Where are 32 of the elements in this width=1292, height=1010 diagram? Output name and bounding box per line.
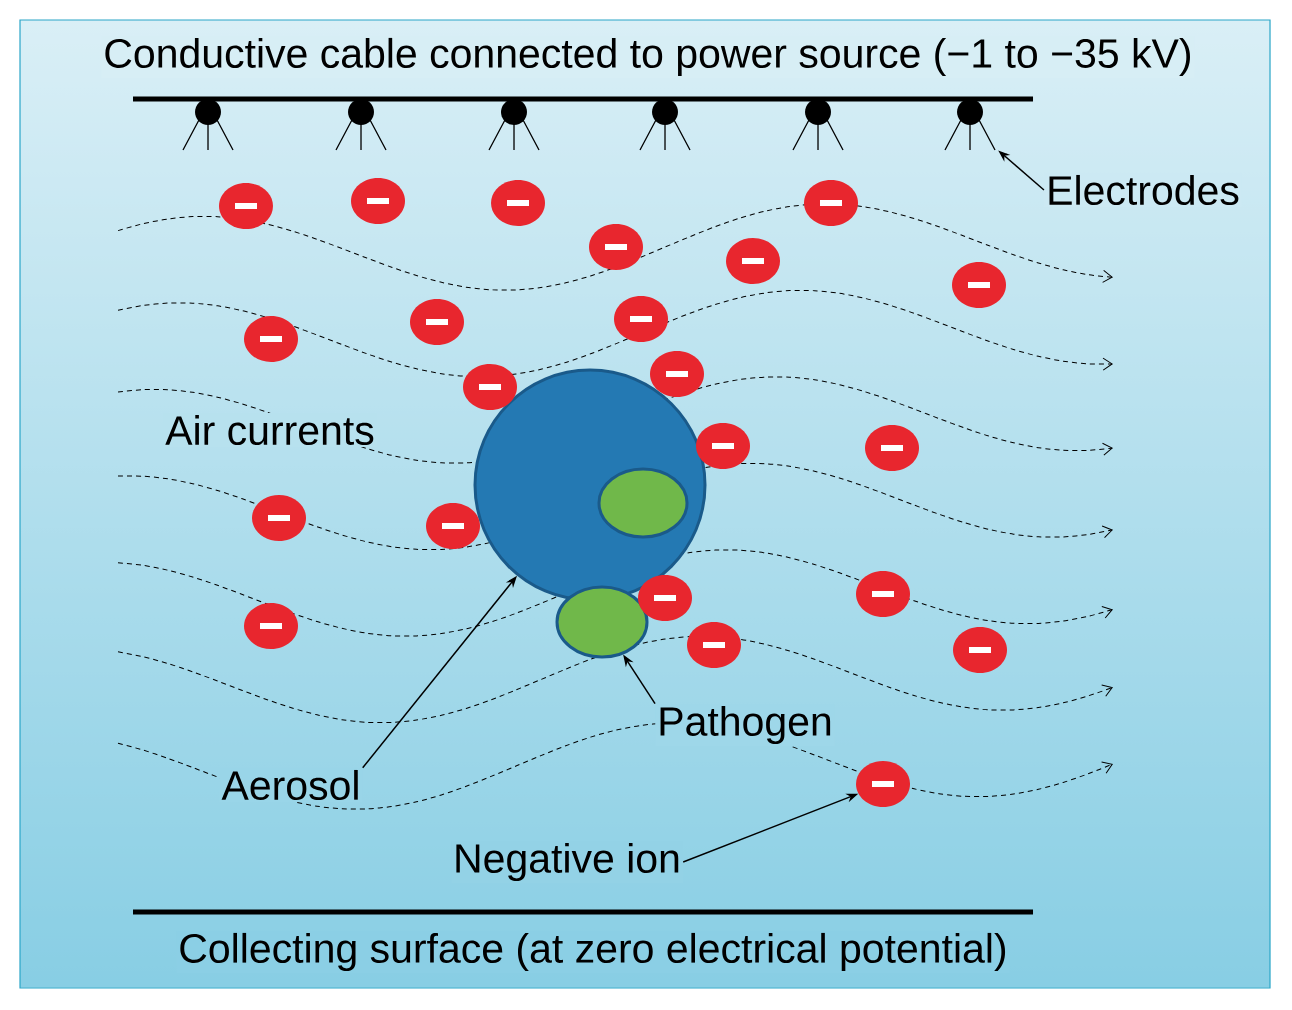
surface-label: Collecting surface (at zero electrical potential)	[176, 930, 1010, 974]
negative-ion	[953, 627, 1007, 673]
negative-ion	[244, 603, 298, 649]
negative-ion	[244, 316, 298, 362]
negative-ion	[687, 622, 741, 668]
negative-ion	[865, 425, 919, 471]
negative-ion	[252, 495, 306, 541]
negative-ion	[426, 503, 480, 549]
electrode-drawing	[944, 99, 996, 151]
negative-ion	[614, 296, 668, 342]
cable-label: Conductive cable connected to power source (−1 to −35 kV)	[101, 35, 1195, 79]
negative-ion	[650, 351, 704, 397]
negative-ion	[696, 423, 750, 469]
negative-ion	[219, 183, 273, 229]
negative-ion	[856, 761, 910, 807]
negative-ion	[804, 180, 858, 226]
callout-text: Electrodes	[1044, 172, 1242, 208]
pathogen-ellipse	[597, 467, 689, 539]
callout-text: Aerosol	[219, 767, 363, 803]
negative-ion	[463, 364, 517, 410]
callout-text: Pathogen	[655, 703, 835, 747]
negative-ion	[410, 299, 464, 345]
negative-ion	[726, 238, 780, 284]
negative-ion	[638, 575, 692, 621]
callout-text: Negative ion	[451, 840, 683, 884]
negative-ion	[589, 224, 643, 270]
negative-ion	[952, 262, 1006, 308]
air-current-label: Air currents	[163, 412, 377, 448]
negative-ion	[351, 178, 405, 224]
pathogen-ellipse	[555, 585, 649, 659]
negative-ion	[491, 180, 545, 226]
negative-ion	[856, 571, 910, 617]
